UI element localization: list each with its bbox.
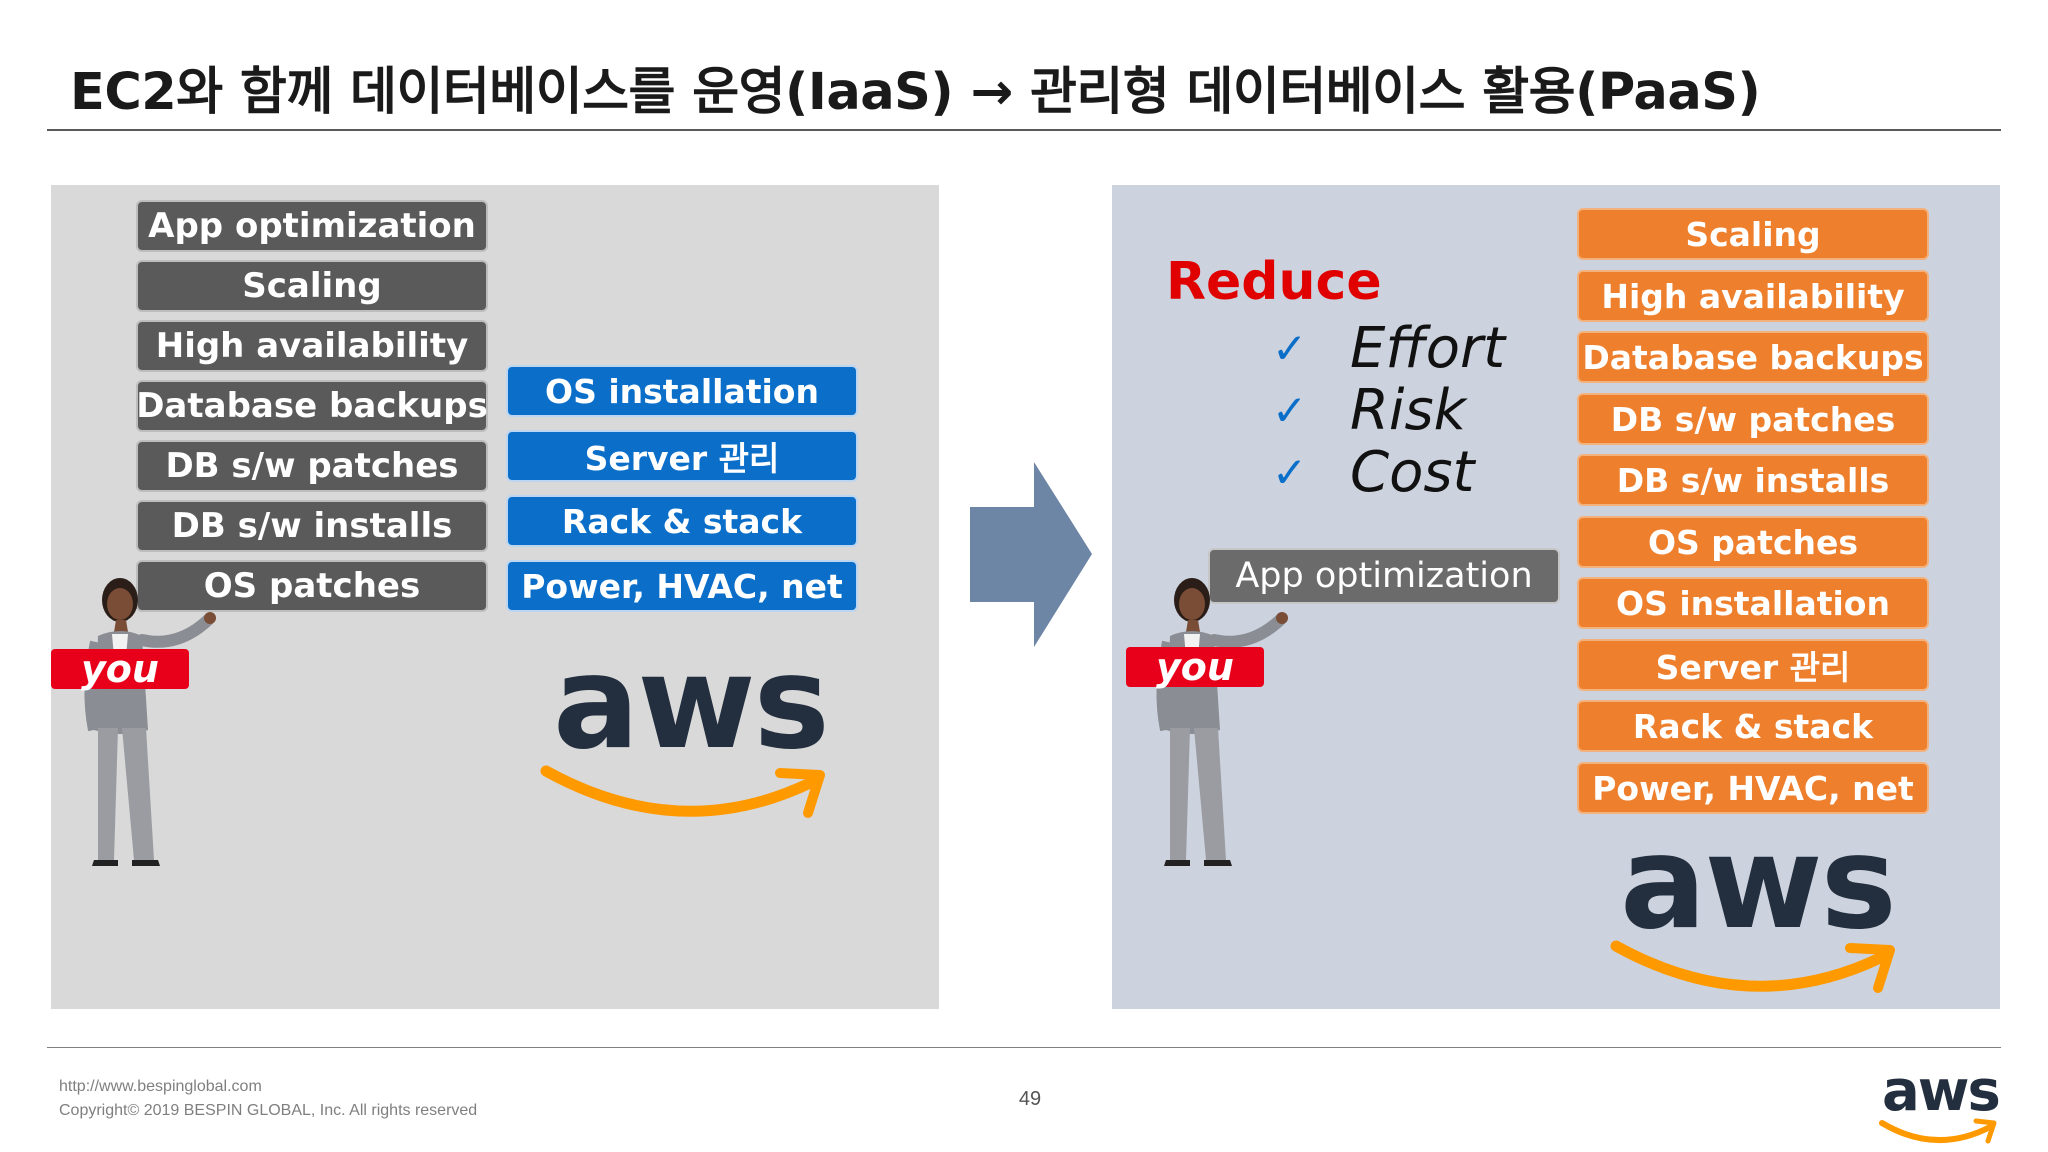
aws-smile-icon [540, 765, 825, 818]
footer-divider [47, 1047, 2001, 1048]
right-aws-box-scaling: Scaling [1577, 208, 1929, 260]
reduce-item-label: Effort [1350, 316, 1506, 381]
check-icon: ✓ [1272, 324, 1308, 373]
reduce-item-label: Risk [1350, 378, 1467, 443]
aws-logo-text: aws [553, 629, 830, 778]
reduce-item-risk: ✓ Risk [1272, 378, 1466, 443]
left-aws-box-power-hvac-net: Power, HVAC, net [506, 560, 858, 612]
left-you-box-high-availability: High availability [136, 320, 488, 372]
right-aws-box-rack-stack: Rack & stack [1577, 700, 1929, 752]
right-aws-box-os-installation: OS installation [1577, 577, 1929, 629]
reduce-item-cost: ✓ Cost [1272, 440, 1475, 505]
slide-title: EC2와 함께 데이터베이스를 운영(IaaS) → 관리형 데이터베이스 활용… [70, 63, 1761, 122]
footer-aws-logo-text: aws [1882, 1059, 2001, 1124]
footer-url: http://www.bespinglobal.com [59, 1078, 262, 1095]
check-icon: ✓ [1272, 386, 1308, 435]
left-you-box-database-backups: Database backups [136, 380, 488, 432]
right-aws-box-database-backups: Database backups [1577, 331, 1929, 383]
right-aws-box-db-sw-patches: DB s/w patches [1577, 393, 1929, 445]
right-aws-box-high-availability: High availability [1577, 270, 1929, 322]
left-aws-box-os-installation: OS installation [506, 365, 858, 417]
reduce-heading: Reduce [1166, 252, 1382, 312]
right-aws-box-server: Server 관리 [1577, 639, 1929, 691]
left-you-box-db-sw-patches: DB s/w patches [136, 440, 488, 492]
title-divider [47, 129, 2001, 131]
aws-smile-icon [1610, 940, 1895, 993]
right-aws-box-os-patches: OS patches [1577, 516, 1929, 568]
right-aws-box-db-sw-installs: DB s/w installs [1577, 454, 1929, 506]
footer-copyright: Copyright© 2019 BESPIN GLOBAL, Inc. All … [59, 1102, 478, 1119]
aws-logo-text: aws [1620, 809, 1897, 958]
right-you-box-app-optimization: App optimization [1208, 548, 1560, 604]
left-aws-box-rack-stack: Rack & stack [506, 495, 858, 547]
you-label: you [51, 647, 189, 691]
you-label: you [1126, 645, 1264, 689]
left-you-box-scaling: Scaling [136, 260, 488, 312]
left-you-box-app-optimization: App optimization [136, 200, 488, 252]
left-you-box-db-sw-installs: DB s/w installs [136, 500, 488, 552]
person-icon [84, 578, 216, 866]
right-arrow-icon [970, 462, 1092, 647]
person-icon [1156, 578, 1288, 866]
aws-smile-icon [1879, 1118, 1997, 1144]
reduce-item-effort: ✓ Effort [1272, 316, 1505, 381]
left-you-box-os-patches: OS patches [136, 560, 488, 612]
page-number: 49 [1018, 1088, 1042, 1110]
right-aws-box-power-hvac-net: Power, HVAC, net [1577, 762, 1929, 814]
check-icon: ✓ [1272, 448, 1308, 497]
reduce-item-label: Cost [1350, 440, 1475, 505]
left-aws-box-server: Server 관리 [506, 430, 858, 482]
